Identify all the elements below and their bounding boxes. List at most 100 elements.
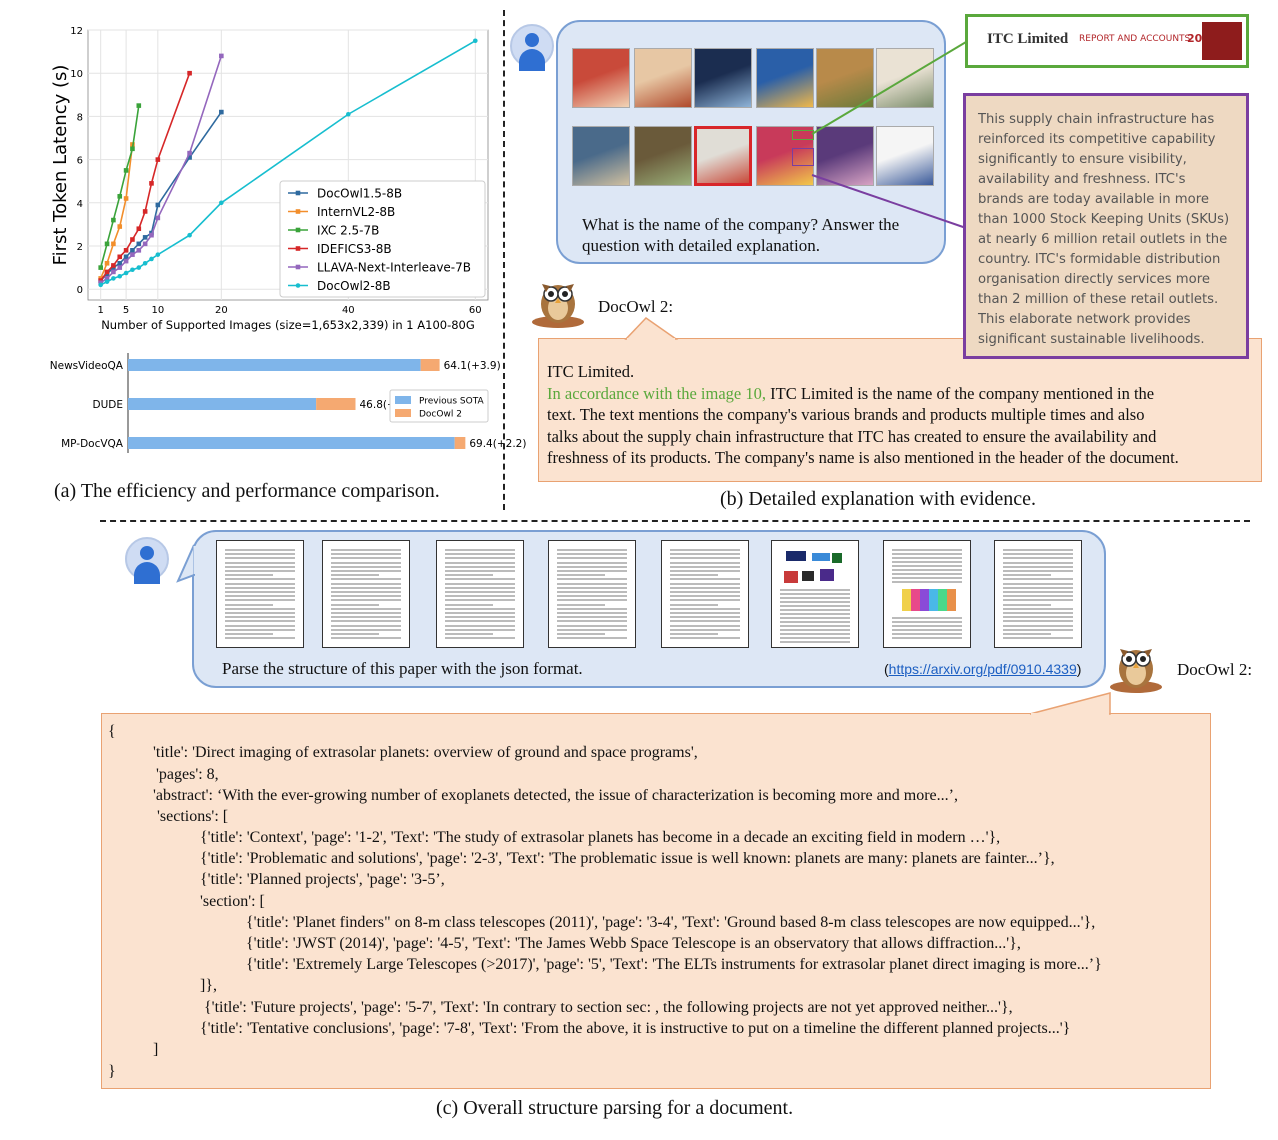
text-line (780, 609, 850, 611)
data-point (219, 109, 224, 115)
text-line (331, 570, 401, 572)
data-point (117, 273, 123, 279)
text-line (331, 628, 401, 631)
text-line (892, 617, 962, 619)
legend-marker (295, 190, 301, 196)
data-point (187, 232, 192, 238)
text-line (225, 578, 295, 581)
y-tick-label: 0 (77, 285, 83, 296)
text-line (892, 621, 962, 623)
text-line (225, 595, 295, 598)
vertical-divider (503, 10, 505, 510)
data-point (111, 276, 116, 281)
panel-c: Parse the structure of this paper with t… (0, 525, 1278, 1140)
text-line (445, 553, 515, 556)
text-line (670, 607, 740, 610)
data-point (136, 241, 142, 247)
data-point (136, 248, 142, 253)
bar-legend (389, 389, 489, 423)
text-line (892, 557, 962, 559)
answer-bubble-tail (1029, 692, 1111, 716)
data-point (117, 260, 123, 266)
data-point (123, 196, 129, 201)
text-line (225, 599, 295, 602)
paper-page-thumbnail (771, 540, 859, 648)
paper-page-thumbnail (322, 540, 410, 648)
data-point (473, 38, 478, 44)
text-line (445, 612, 515, 614)
legend-label: Previous SOTA (419, 397, 484, 407)
zoom-company-name: ITC Limited (987, 31, 1069, 47)
legend-label: LLAVA-Next-Interleave-7B (317, 261, 471, 275)
text-line (1003, 633, 1051, 635)
data-point (136, 226, 142, 232)
text-line (670, 628, 740, 631)
text-line (780, 593, 850, 595)
y-axis-label: First Token Latency (s) (50, 65, 71, 266)
bar-category-label: NewsVideoQA (50, 360, 124, 372)
data-point (136, 103, 142, 108)
figure-block (832, 553, 842, 563)
text-line (892, 549, 962, 551)
arxiv-url[interactable]: https://arxiv.org/pdf/0910.4339 (888, 661, 1077, 677)
bar-data-label: 64.1(+3.9) (444, 360, 501, 372)
series-line (99, 144, 134, 279)
legend-marker (295, 283, 301, 288)
arxiv-link: (https://arxiv.org/pdf/0910.4339) (884, 661, 1082, 677)
zoom-text-line: than 2 million of these retail outlets. (978, 292, 1219, 307)
data-point (155, 157, 161, 162)
text-line (892, 561, 962, 563)
owl-mascot-icon (532, 284, 584, 328)
data-point (130, 252, 135, 257)
text-line (780, 637, 850, 639)
text-line (445, 616, 515, 619)
answer-first-line: ITC Limited. (547, 362, 635, 381)
data-point (123, 254, 129, 260)
text-line (1003, 578, 1073, 581)
text-line (331, 607, 401, 610)
data-point (111, 217, 116, 223)
question-bubble-tail (176, 544, 197, 583)
figure-block (947, 589, 956, 611)
text-line (1003, 612, 1073, 614)
text-line (1003, 599, 1073, 602)
text-line (780, 605, 850, 607)
data-point (104, 279, 110, 284)
answer-evidence-line: In accordance with the image 10, ITC Lim… (547, 383, 1155, 403)
paper-page-thumbnail (661, 540, 749, 648)
text-line (557, 603, 605, 606)
y-tick-label: 4 (77, 199, 83, 210)
figure-block (911, 589, 920, 611)
text-line (892, 629, 962, 631)
text-line (445, 565, 515, 568)
text-line (892, 625, 962, 627)
data-point (155, 252, 161, 257)
text-line (1003, 553, 1073, 556)
text-line (670, 565, 740, 568)
text-line (780, 633, 850, 635)
text-line (225, 549, 295, 551)
text-line (331, 561, 401, 564)
text-line (225, 565, 295, 568)
bar-data-label: 69.4(+2.2) (469, 438, 526, 450)
data-point (111, 269, 116, 275)
document-page-thumbnail (634, 126, 692, 186)
text-line (445, 557, 515, 560)
text-line (225, 620, 295, 623)
text-line (225, 591, 295, 593)
legend (279, 180, 486, 298)
text-line (331, 565, 401, 568)
data-point (117, 224, 123, 229)
data-point (219, 200, 224, 206)
text-line (1003, 574, 1051, 577)
text-line (445, 599, 515, 602)
text-line (445, 574, 493, 577)
figure-block (812, 553, 830, 561)
zoom-text-line: This elaborate network provides (978, 312, 1191, 327)
data-point (130, 248, 135, 253)
text-line (331, 574, 379, 577)
text-line (1003, 628, 1073, 631)
text-line (225, 603, 273, 606)
question-text-b: What is the name of the company? Answer … (582, 215, 900, 255)
text-line (670, 595, 740, 598)
